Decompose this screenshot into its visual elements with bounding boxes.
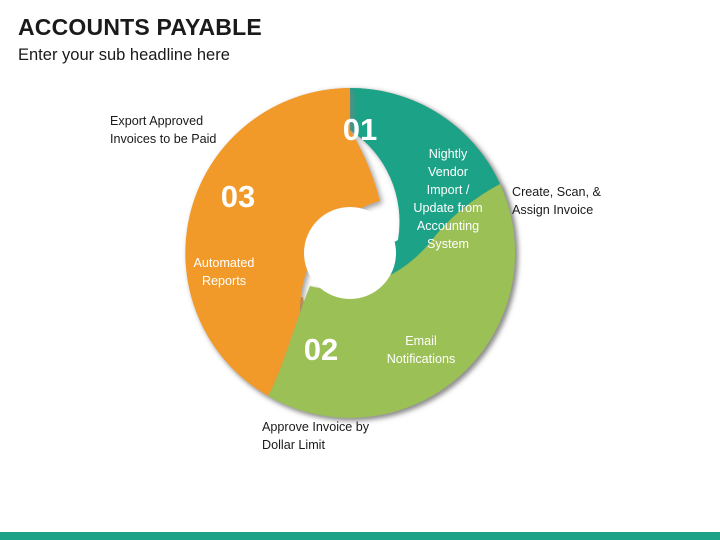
segment-02-label: Email Notifications xyxy=(387,334,456,366)
svg-text:Assign Invoice: Assign Invoice xyxy=(512,203,593,217)
svg-text:Export Approved: Export Approved xyxy=(110,114,203,128)
segment-02-number: 02 xyxy=(304,332,338,367)
spiral-overlay xyxy=(185,87,516,418)
callout-segment-01: Create, Scan, & Assign Invoice xyxy=(512,185,602,217)
svg-text:Import /: Import / xyxy=(427,183,470,197)
svg-text:Update from: Update from xyxy=(413,201,482,215)
segment-03-tail xyxy=(266,297,318,358)
svg-text:Dollar Limit: Dollar Limit xyxy=(262,438,325,452)
svg-text:Invoices to be Paid: Invoices to be Paid xyxy=(110,132,216,146)
svg-text:Notifications: Notifications xyxy=(387,352,456,366)
svg-text:Create, Scan, &: Create, Scan, & xyxy=(512,185,602,199)
segment-02-green[interactable] xyxy=(268,170,515,417)
svg-text:Automated: Automated xyxy=(194,256,255,270)
segment-03-label: Automated Reports xyxy=(194,256,255,288)
callout-segment-02: Approve Invoice by Dollar Limit xyxy=(262,420,370,452)
page-subtitle: Enter your sub headline here xyxy=(18,46,230,65)
svg-text:Email: Email xyxy=(405,334,437,348)
svg-text:Accounting: Accounting xyxy=(417,219,479,233)
svg-text:Approve Invoice by: Approve Invoice by xyxy=(262,420,370,434)
svg-text:Nightly: Nightly xyxy=(429,147,468,161)
page-title: ACCOUNTS PAYABLE xyxy=(18,14,262,40)
slide-header: ACCOUNTS PAYABLE Enter your sub headline… xyxy=(18,14,658,66)
donut-center-hole xyxy=(303,206,397,300)
callout-segment-03: Export Approved Invoices to be Paid xyxy=(110,114,216,146)
svg-text:Reports: Reports xyxy=(202,274,246,288)
segment-01-teal[interactable] xyxy=(350,87,493,191)
bottom-accent-bar xyxy=(0,532,720,540)
segment-03-orange[interactable] xyxy=(187,88,350,395)
svg-text:Vendor: Vendor xyxy=(428,165,468,179)
segment-03-number: 03 xyxy=(221,179,255,214)
segment-01-label: Nightly Vendor Import / Update from Acco… xyxy=(413,147,482,251)
svg-text:System: System xyxy=(427,237,469,251)
segment-01-number: 01 xyxy=(343,112,377,147)
